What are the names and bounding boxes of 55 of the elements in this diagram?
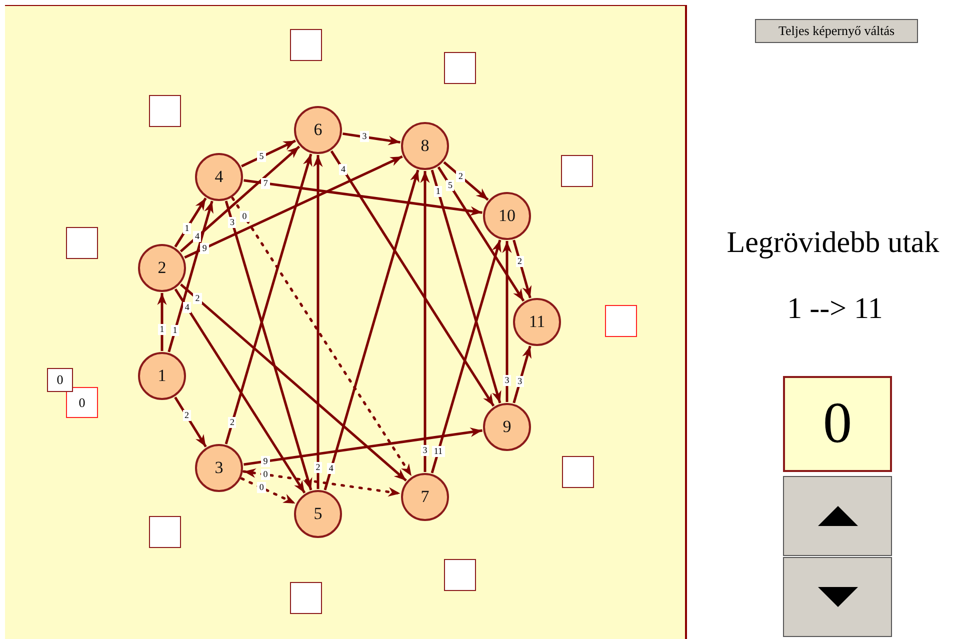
arrow (174, 396, 207, 448)
fullscreen-toggle-button: Teljes képernyő váltás (755, 19, 918, 43)
arrow (313, 155, 323, 489)
arrow (244, 179, 482, 216)
edge-label: 0 (261, 469, 270, 480)
arrow (430, 170, 502, 404)
edge-label: 3 (360, 131, 369, 142)
arrow (512, 240, 532, 298)
distance-box: 0 (66, 387, 98, 418)
edge-label: 2 (193, 293, 202, 304)
arrow (157, 293, 167, 351)
arrow (184, 155, 403, 259)
empty-box (444, 559, 476, 591)
empty-box (444, 52, 476, 84)
arrow (342, 132, 400, 146)
arrow (244, 427, 482, 466)
arrow (512, 346, 532, 404)
arrow (168, 200, 214, 352)
empty-box (290, 29, 322, 61)
edge-label: 11 (432, 446, 444, 458)
dotted-arrow (242, 468, 402, 497)
edge-label: 7 (261, 178, 270, 189)
edge-label: 2 (456, 171, 465, 182)
empty-box (290, 582, 322, 614)
title: Legrövidebb utak (726, 226, 940, 260)
empty-box (561, 155, 593, 187)
arrow (430, 240, 502, 474)
dotted-arrow (240, 477, 297, 505)
arrow (180, 146, 300, 252)
arrow (180, 283, 407, 482)
arrow (420, 171, 430, 472)
arrow (330, 150, 495, 407)
arrow (174, 288, 306, 494)
empty-box (605, 305, 637, 337)
empty-box (149, 516, 181, 548)
arrow (224, 200, 312, 490)
counter-display: 0 (783, 376, 892, 472)
empty-box (149, 95, 181, 127)
arrow (174, 198, 207, 248)
arrow (437, 166, 525, 302)
dotted-arrow (231, 196, 413, 478)
empty-box (562, 456, 594, 488)
edge-label: 9 (261, 456, 270, 467)
arrow (502, 241, 512, 402)
edge-label: 9 (200, 242, 209, 254)
arrow (224, 154, 312, 444)
edge-label: 0 (257, 482, 266, 494)
empty-box (66, 227, 98, 259)
edge-label: 0 (240, 211, 249, 222)
edge-label: 5 (257, 151, 266, 162)
arrow (443, 161, 489, 201)
distance-box: 0 (47, 368, 73, 392)
arrow (324, 170, 420, 490)
path-endpoints: 1 --> 11 (786, 292, 884, 326)
arrow (241, 140, 296, 168)
